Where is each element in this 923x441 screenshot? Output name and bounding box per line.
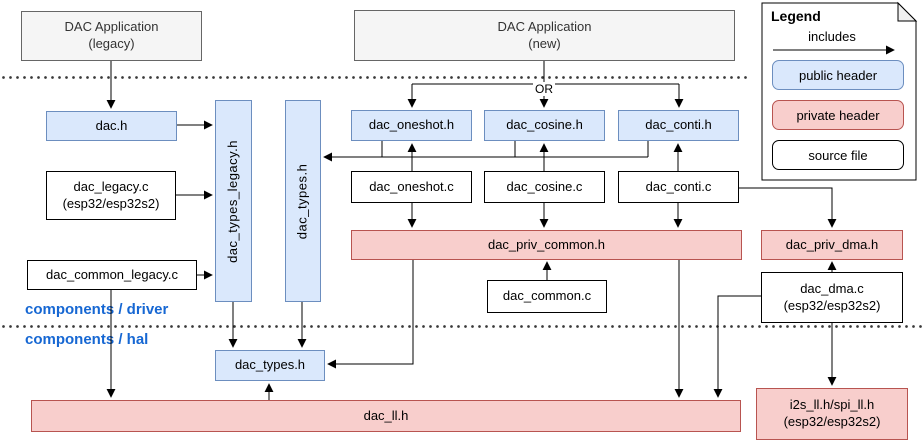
node-dac-legacy-c: dac_legacy.c (esp32/esp32s2)	[46, 171, 176, 220]
node-dac-dma-c: dac_dma.c (esp32/esp32s2)	[761, 272, 903, 323]
node-dac-h: dac.h	[46, 111, 177, 141]
legend-public-header: public header	[772, 60, 904, 90]
legend-title: Legend	[771, 8, 821, 24]
node-dac-priv-common-h: dac_priv_common.h	[351, 230, 742, 260]
node-dac-application-legacy: DAC Application (legacy)	[21, 11, 202, 61]
node-dac-cosine-h: dac_cosine.h	[484, 110, 605, 141]
divider-driver-hal	[0, 325, 923, 328]
node-dac-cosine-c: dac_cosine.c	[484, 171, 605, 203]
divider-app-driver	[0, 76, 748, 79]
or-label: OR	[533, 82, 555, 96]
legend-includes-label: includes	[808, 29, 856, 44]
node-dac-ll-h: dac_ll.h	[31, 400, 741, 432]
section-label-components-driver: components / driver	[25, 301, 169, 318]
node-dac-types-h-hal: dac_types.h	[215, 350, 325, 381]
edge-dacdmac-dacll	[713, 295, 761, 398]
node-dac-types-h-driver: dac_types.h	[285, 100, 321, 302]
node-dac-conti-c: dac_conti.c	[618, 171, 739, 203]
node-dac-conti-h: dac_conti.h	[618, 110, 739, 141]
node-i2s-spi-ll-h: i2s_ll.h/spi_ll.h (esp32/esp32s2)	[756, 388, 908, 440]
node-dac-application-new: DAC Application (new)	[354, 10, 735, 61]
edge-contic-privdma	[739, 187, 837, 228]
edge-privcommon-dactypeshal	[327, 260, 414, 369]
legend-private-header: private header	[772, 100, 904, 130]
node-dac-common-c: dac_common.c	[487, 280, 607, 313]
node-dac-common-legacy-c: dac_common_legacy.c	[27, 260, 197, 290]
node-dac-oneshot-c: dac_oneshot.c	[351, 171, 472, 203]
section-label-components-hal: components / hal	[25, 331, 149, 348]
legend-fold-corner	[897, 1, 918, 22]
node-dac-oneshot-h: dac_oneshot.h	[351, 110, 472, 141]
legend-source-file: source file	[772, 140, 904, 170]
node-dac-types-legacy-h: dac_types_legacy.h	[215, 100, 252, 302]
node-dac-priv-dma-h: dac_priv_dma.h	[761, 230, 903, 260]
